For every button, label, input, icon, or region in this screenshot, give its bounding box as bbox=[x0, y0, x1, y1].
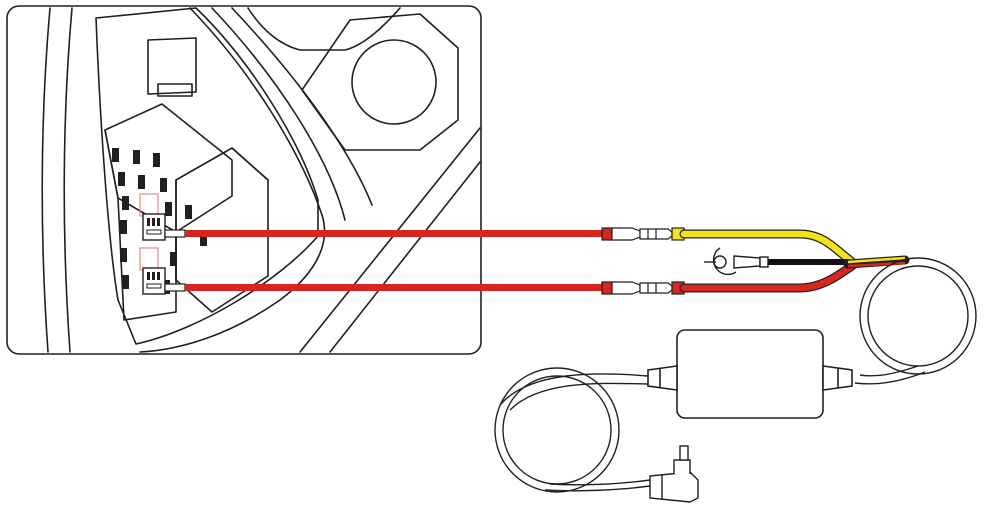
yellow-lead bbox=[679, 229, 857, 267]
add-a-fuse-tap-bottom bbox=[139, 247, 166, 295]
acc-wire bbox=[164, 229, 602, 238]
bullet-connector-bottom bbox=[601, 281, 685, 295]
hardwire-converter-box bbox=[647, 329, 853, 419]
battery-wire bbox=[164, 283, 602, 292]
ground-ring-terminal bbox=[704, 247, 769, 276]
usb-right-angle-plug bbox=[649, 445, 699, 503]
add-a-fuse-tap-top bbox=[139, 193, 166, 241]
red-lead bbox=[679, 261, 857, 293]
coiled-cable bbox=[494, 257, 977, 493]
bullet-connector-top bbox=[601, 227, 685, 241]
harness-merge bbox=[843, 255, 910, 269]
fuse-box-panel bbox=[6, 5, 482, 355]
